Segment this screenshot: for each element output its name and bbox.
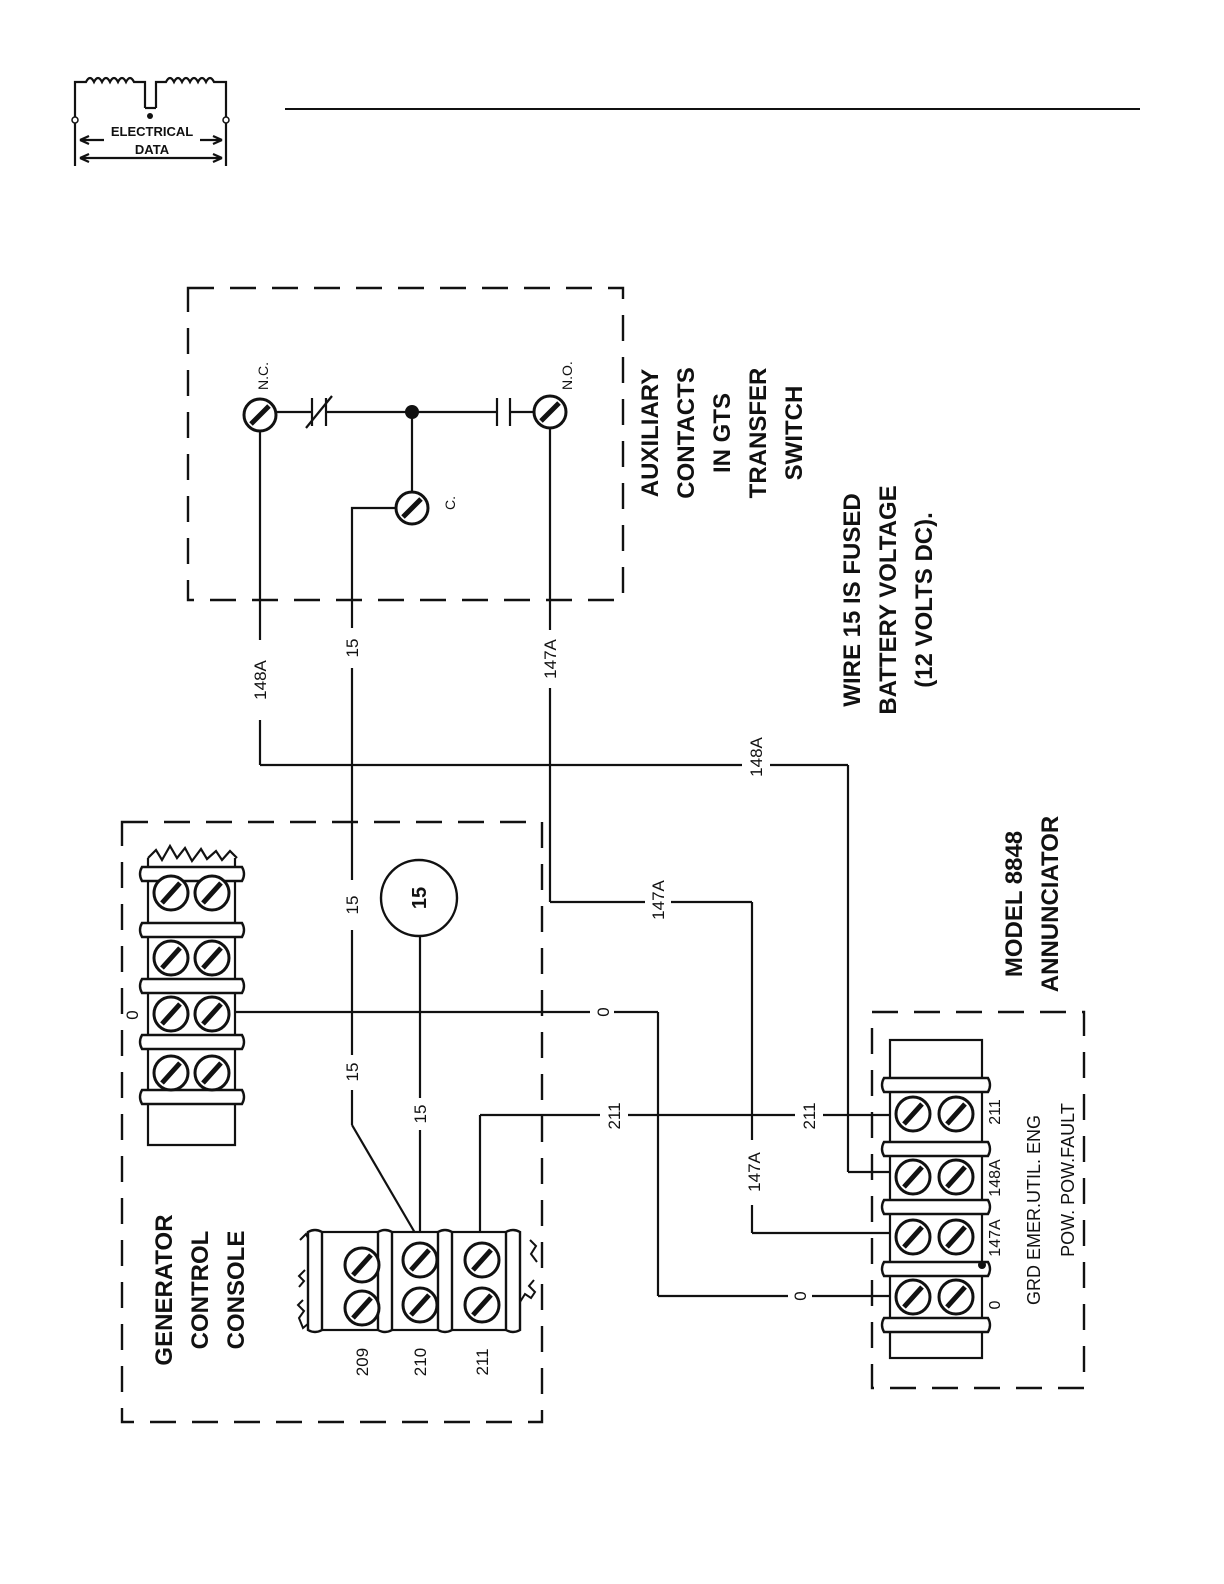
svg-text:15: 15 (409, 887, 431, 909)
logo-node (147, 113, 153, 119)
nc-terminal-screw (244, 399, 276, 431)
coil-icon-left (75, 78, 145, 118)
svg-text:IN GTS: IN GTS (709, 393, 736, 473)
svg-text:CONSOLE: CONSOLE (223, 1231, 250, 1350)
svg-text:SWITCH: SWITCH (781, 386, 808, 481)
logo-text-line2: DATA (135, 142, 170, 157)
annunciator-row-labels: GRD EMER.UTIL. ENG (1024, 1115, 1044, 1305)
annunciator-title: MODEL 8848 ANNUNCIATOR (1001, 816, 1064, 992)
wire-label-15-top: 15 (343, 639, 362, 658)
logo-terminal-right (223, 117, 229, 123)
wire-label-147a-mid: 147A (649, 879, 668, 919)
upper-strip-zero-label: 0 (123, 1010, 142, 1019)
aux-contacts-title: AUXILIARY CONTACTS IN GTS TRANSFER SWITC… (637, 367, 808, 499)
wire-label-15-circle-lead: 15 (411, 1105, 430, 1124)
wire-label-15-lower: 15 (343, 1063, 362, 1082)
annunciator-terminal-148a: 148A (987, 1159, 1004, 1197)
no-terminal-screw (534, 396, 566, 428)
electrical-data-logo: ELECTRICAL DATA (72, 78, 229, 166)
annunciator-terminal-strip (882, 1040, 990, 1358)
logo-terminal-left (72, 117, 78, 123)
annunciator-row-labels-2: POW. POW.FAULT (1058, 1103, 1078, 1257)
no-label: N.O. (559, 361, 575, 390)
annunciator-terminal-147a: 147A (987, 1219, 1004, 1257)
nc-label: N.C. (255, 362, 271, 390)
svg-text:AUXILIARY: AUXILIARY (637, 369, 664, 497)
wire-label-148a-right: 148A (747, 736, 766, 776)
console-lower-terminal-block: 209 210 211 (298, 1230, 537, 1376)
wire-label-147a-top: 147A (541, 638, 560, 678)
svg-text:TRANSFER: TRANSFER (745, 368, 772, 499)
console-upper-terminal-strip: 0 (123, 846, 244, 1145)
coil-icon-right (156, 78, 226, 118)
wire-label-148a-top: 148A (251, 659, 270, 699)
aux-contacts-box: N.C. N.O. C. AUXILIARY CONTACTS IN G (188, 288, 808, 600)
wires (235, 600, 893, 1296)
svg-text:WIRE 15 IS FUSED: WIRE 15 IS FUSED (839, 493, 866, 706)
wire-label-211-right: 211 (800, 1102, 819, 1129)
svg-text:MODEL 8848: MODEL 8848 (1001, 831, 1028, 977)
svg-text:CONTACTS: CONTACTS (673, 367, 700, 499)
svg-text:BATTERY VOLTAGE: BATTERY VOLTAGE (875, 485, 902, 714)
annunciator: MODEL 8848 ANNUNCIATOR (872, 816, 1084, 1388)
c-terminal-screw (396, 492, 428, 524)
terminal-label-210: 210 (411, 1348, 430, 1376)
svg-text:ANNUNCIATOR: ANNUNCIATOR (1037, 816, 1064, 992)
svg-text:CONTROL: CONTROL (187, 1231, 214, 1350)
svg-text:GENERATOR: GENERATOR (151, 1214, 178, 1365)
svg-text:(12 VOLTS DC).: (12 VOLTS DC). (911, 512, 938, 688)
fuse-circle-15: 15 (381, 860, 457, 936)
annunciator-terminal-211: 211 (987, 1099, 1004, 1125)
wire-label-15-mid: 15 (343, 896, 362, 915)
console-title: GENERATOR CONTROL CONSOLE (151, 1214, 250, 1365)
wire-labels: 148A 15 147A 148A 147A 15 0 15 15 211 21… (251, 638, 819, 1300)
annunciator-terminal-0: 0 (987, 1300, 1004, 1309)
wire-label-0-lower: 0 (791, 1291, 810, 1300)
terminal-label-211: 211 (473, 1348, 492, 1375)
logo-text-line1: ELECTRICAL (111, 124, 193, 139)
terminal-label-209: 209 (353, 1348, 372, 1376)
c-label: C. (442, 496, 458, 510)
wire-label-0-upper: 0 (594, 1007, 613, 1016)
wire-label-211-left: 211 (605, 1102, 624, 1129)
wire-label-147a-low: 147A (745, 1151, 764, 1191)
fused-wire-note: WIRE 15 IS FUSED BATTERY VOLTAGE (12 VOL… (839, 485, 938, 714)
